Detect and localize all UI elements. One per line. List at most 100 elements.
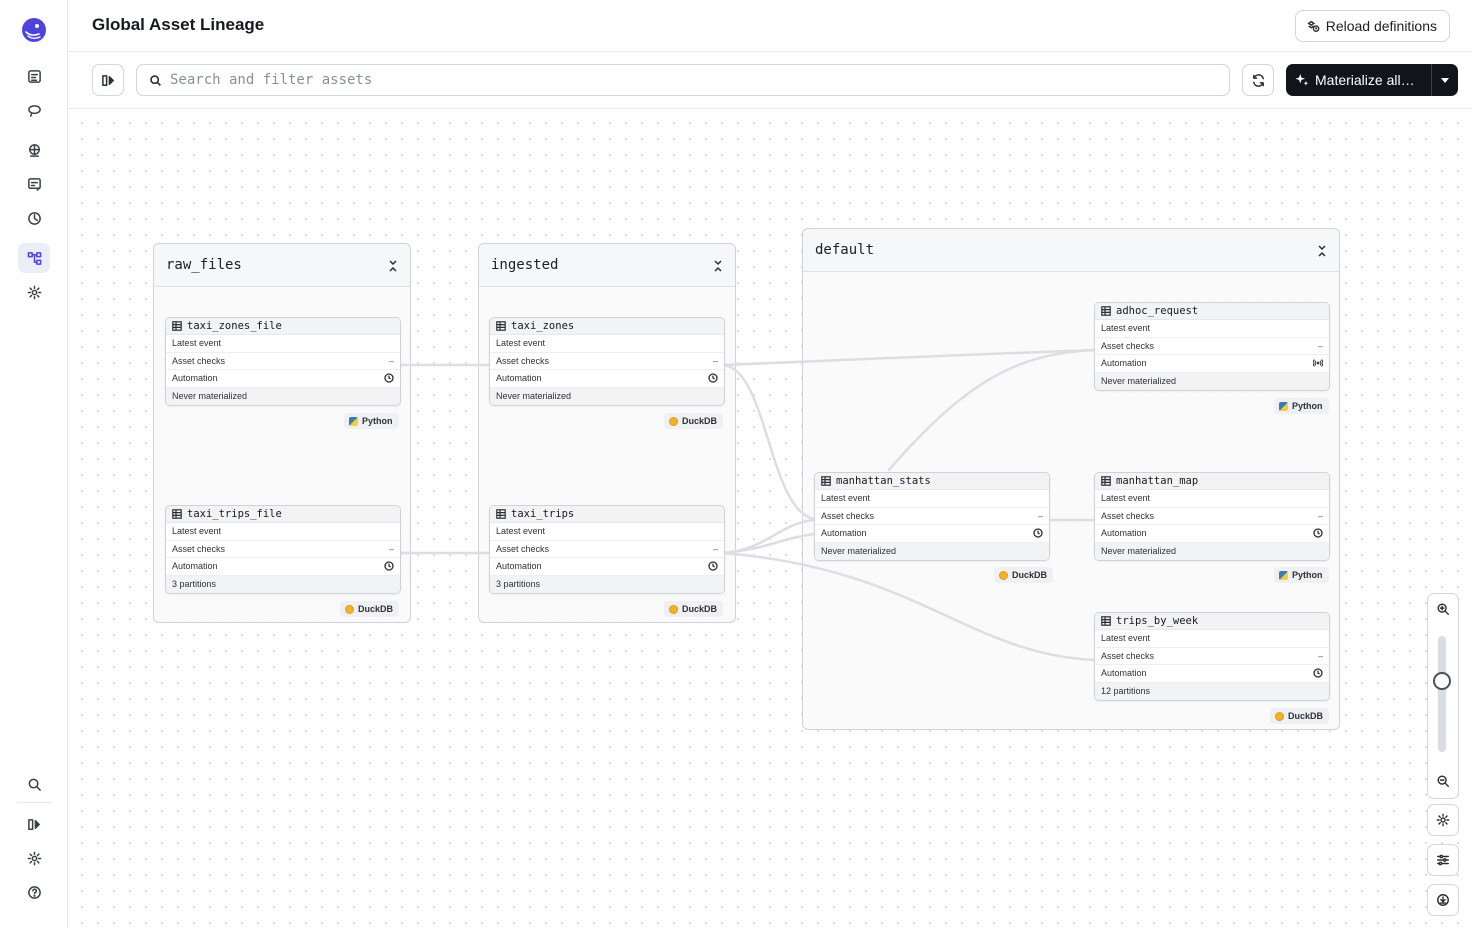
collapse-group-icon[interactable] <box>1317 244 1327 257</box>
clock-icon <box>1033 528 1043 538</box>
asset-checks-value: – <box>1317 340 1323 351</box>
page-title: Global Asset Lineage <box>92 15 265 34</box>
asset-node-adhoc-request[interactable]: adhoc_request Latest event Asset checks–… <box>1094 302 1330 391</box>
lineage-graph-canvas[interactable]: raw_files ingested default taxi_zones_fi… <box>68 109 1472 928</box>
duckdb-icon <box>345 604 354 614</box>
compute-kind-tag[interactable]: DuckDB <box>340 601 400 617</box>
page-header: Global Asset Lineage Reload definitions <box>68 0 1472 52</box>
nav-settings-icon[interactable] <box>18 277 50 307</box>
reload-definitions-button[interactable]: Reload definitions <box>1294 10 1450 42</box>
automation-status[interactable] <box>708 561 718 571</box>
asset-checks-row: Asset checks– <box>1095 508 1329 525</box>
asset-node-taxi-zones-file[interactable]: taxi_zones_file Latest event Asset check… <box>165 317 401 406</box>
asset-node-header[interactable]: manhattan_map <box>1095 473 1329 490</box>
asset-node-taxi-trips-file[interactable]: taxi_trips_file Latest event Asset check… <box>165 505 401 594</box>
compute-kind-tag[interactable]: Python <box>344 413 399 429</box>
asset-checks-row: Asset checks– <box>490 541 724 558</box>
asset-node-header[interactable]: adhoc_request <box>1095 303 1329 320</box>
nav-help-icon[interactable] <box>18 877 50 907</box>
automation-label: Automation <box>172 561 218 572</box>
automation-status[interactable] <box>1313 668 1323 678</box>
collapse-group-icon[interactable] <box>388 259 398 272</box>
automation-status[interactable] <box>1033 528 1043 538</box>
nav-jobs-icon[interactable] <box>18 169 50 199</box>
python-icon <box>1279 570 1288 580</box>
compute-kind-tag[interactable]: DuckDB <box>994 567 1054 583</box>
zoom-out-button[interactable] <box>1427 765 1459 797</box>
automation-status[interactable] <box>384 373 394 383</box>
nav-lineage-icon[interactable] <box>18 243 50 273</box>
latest-event-row: Latest event <box>815 490 1049 508</box>
collapse-group-icon[interactable] <box>713 259 723 272</box>
materialize-all-main[interactable]: Materialize all… <box>1286 64 1432 96</box>
asset-node-header[interactable]: taxi_trips_file <box>166 506 400 523</box>
table-icon <box>1101 306 1111 316</box>
asset-node-manhattan-stats[interactable]: manhattan_stats Latest event Asset check… <box>814 472 1050 561</box>
nav-overview-icon[interactable] <box>18 61 50 91</box>
latest-event-row: Latest event <box>490 523 724 541</box>
graph-settings-button[interactable] <box>1427 804 1459 836</box>
asset-name: taxi_trips_file <box>187 508 282 520</box>
asset-node-header[interactable]: taxi_trips <box>490 506 724 523</box>
zoom-in-button[interactable] <box>1427 593 1459 625</box>
materialization-status: Never materialized <box>1101 376 1177 387</box>
download-image-button[interactable] <box>1427 884 1459 916</box>
nav-deployment-icon[interactable] <box>18 135 50 165</box>
refresh-button[interactable] <box>1242 64 1274 96</box>
asset-node-taxi-zones[interactable]: taxi_zones Latest event Asset checks– Au… <box>489 317 725 406</box>
materialize-options-dropdown[interactable] <box>1432 64 1458 96</box>
lineage-toolbar: Materialize all… <box>68 52 1472 109</box>
asset-node-header[interactable]: trips_by_week <box>1095 613 1329 630</box>
nav-user-settings-icon[interactable] <box>18 843 50 873</box>
asset-checks-row: Asset checks– <box>490 353 724 370</box>
automation-status[interactable] <box>1313 528 1323 538</box>
compute-kind-tag[interactable]: DuckDB <box>664 413 724 429</box>
automation-status[interactable] <box>1313 358 1323 368</box>
asset-checks-row: Asset checks– <box>1095 648 1329 665</box>
duckdb-icon <box>1275 711 1284 721</box>
clock-icon <box>708 561 718 571</box>
compute-kind-tag[interactable]: DuckDB <box>1270 708 1330 724</box>
materialization-status: Never materialized <box>172 391 248 402</box>
compute-kind-tag[interactable]: DuckDB <box>664 601 724 617</box>
automation-status[interactable] <box>384 561 394 571</box>
asset-checks-label: Asset checks <box>172 543 226 554</box>
compute-kind-tag[interactable]: Python <box>1274 567 1329 583</box>
automation-status[interactable] <box>708 373 718 383</box>
nav-runs-icon[interactable] <box>18 95 50 125</box>
automation-row: Automation <box>1095 665 1329 683</box>
toggle-sidebar-button[interactable] <box>92 64 124 96</box>
asset-node-taxi-trips[interactable]: taxi_trips Latest event Asset checks– Au… <box>489 505 725 594</box>
asset-node-trips-by-week[interactable]: trips_by_week Latest event Asset checks–… <box>1094 612 1330 701</box>
automation-row: Automation <box>1095 355 1329 373</box>
asset-checks-label: Asset checks <box>496 355 550 366</box>
asset-node-header[interactable]: taxi_zones <box>490 318 724 335</box>
asset-name: taxi_trips <box>511 508 575 520</box>
python-icon <box>1279 401 1288 411</box>
asset-node-header[interactable]: manhattan_stats <box>815 473 1049 490</box>
compute-kind-tag[interactable]: Python <box>1274 398 1329 414</box>
zoom-slider-track[interactable] <box>1438 636 1446 752</box>
asset-search-box[interactable] <box>136 64 1230 96</box>
table-icon <box>496 509 506 519</box>
dagster-logo-icon[interactable] <box>18 14 50 46</box>
zoom-slider-handle[interactable] <box>1433 672 1451 690</box>
materialize-all-button[interactable]: Materialize all… <box>1286 64 1458 96</box>
clock-icon <box>384 373 394 383</box>
asset-node-manhattan-map[interactable]: manhattan_map Latest event Asset checks–… <box>1094 472 1330 561</box>
search-input[interactable] <box>170 72 1210 88</box>
zoom-out-icon <box>1437 775 1449 787</box>
sensor-icon <box>1313 359 1323 367</box>
asset-checks-label: Asset checks <box>496 543 550 554</box>
nav-collapse-icon[interactable] <box>18 809 50 839</box>
asset-node-header[interactable]: taxi_zones_file <box>166 318 400 335</box>
nav-schedules-icon[interactable] <box>18 203 50 233</box>
asset-checks-value: – <box>1317 650 1323 661</box>
asset-checks-row: Asset checks– <box>815 508 1049 525</box>
download-icon <box>1437 894 1449 906</box>
table-icon <box>172 321 182 331</box>
nav-search-icon[interactable] <box>18 769 50 799</box>
asset-name: manhattan_stats <box>836 475 931 487</box>
asset-checks-label: Asset checks <box>172 355 226 366</box>
graph-filters-button[interactable] <box>1427 844 1459 876</box>
